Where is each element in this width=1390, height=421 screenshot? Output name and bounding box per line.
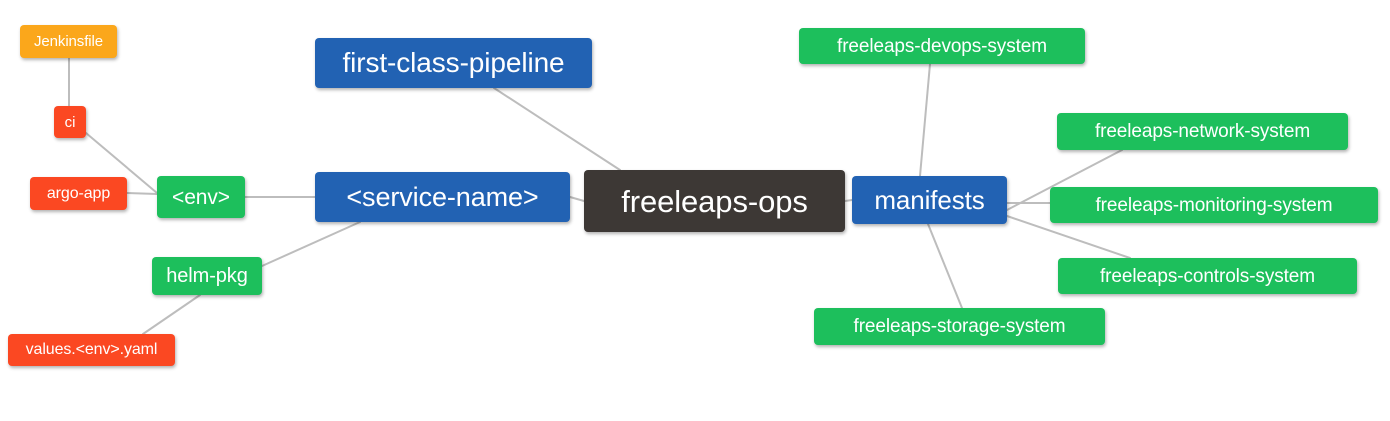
node-controls-system[interactable]: freeleaps-controls-system [1058, 258, 1357, 294]
node-label: ci [64, 113, 76, 131]
node-freeleaps-ops[interactable]: freeleaps-ops [584, 170, 845, 232]
node-first-class-pipeline[interactable]: first-class-pipeline [315, 38, 592, 88]
node-label: freeleaps-controls-system [1099, 265, 1316, 287]
edge-root-manifests [844, 199, 853, 202]
edge-manifests-storage [927, 223, 963, 309]
node-label: argo-app [46, 184, 111, 202]
node-values-yaml[interactable]: values.<env>.yaml [8, 334, 175, 366]
node-helm-pkg[interactable]: helm-pkg [152, 257, 262, 295]
node-label: values.<env>.yaml [25, 341, 158, 358]
edge-root-pipeline [493, 87, 621, 171]
node-network-system[interactable]: freeleaps-network-system [1057, 113, 1348, 150]
node-service-name[interactable]: <service-name> [315, 172, 570, 222]
node-label: <service-name> [346, 181, 539, 212]
edge-root-service [569, 196, 585, 202]
edge-manifests-devops [919, 63, 931, 177]
node-label: helm-pkg [166, 265, 248, 287]
node-label: freeleaps-monitoring-system [1095, 194, 1333, 216]
node-monitoring-system[interactable]: freeleaps-monitoring-system [1050, 187, 1378, 223]
node-label: first-class-pipeline [342, 47, 565, 78]
edge-service-helm [261, 221, 361, 267]
node-env[interactable]: <env> [157, 176, 245, 218]
node-label: freeleaps-ops [621, 183, 808, 219]
node-argo-app[interactable]: argo-app [30, 177, 127, 210]
node-label: freeleaps-network-system [1094, 121, 1311, 142]
node-label: <env> [172, 185, 230, 209]
node-storage-system[interactable]: freeleaps-storage-system [814, 308, 1105, 345]
node-label: freeleaps-storage-system [853, 316, 1066, 337]
edge-helm-values [142, 294, 201, 335]
node-jenkinsfile[interactable]: Jenkinsfile [20, 25, 117, 58]
node-label: freeleaps-devops-system [837, 35, 1047, 57]
edge-env-argo [126, 192, 158, 195]
node-devops-system[interactable]: freeleaps-devops-system [799, 28, 1085, 64]
node-label: Jenkinsfile [34, 33, 103, 50]
node-label: manifests [874, 185, 985, 215]
node-ci[interactable]: ci [54, 106, 86, 138]
node-manifests[interactable]: manifests [852, 176, 1007, 224]
